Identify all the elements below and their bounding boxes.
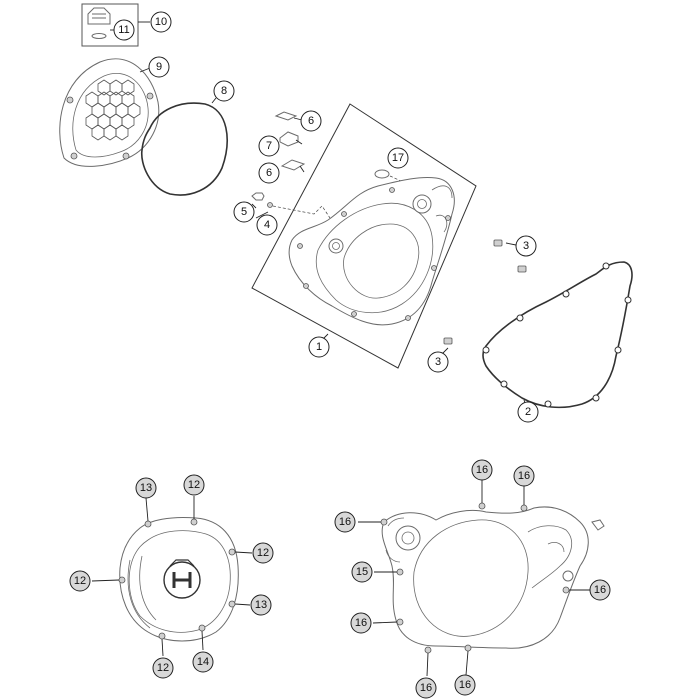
callout-12-left: 12 [69, 570, 91, 592]
callout-5: 5 [233, 201, 255, 223]
svg-text:10: 10 [155, 16, 167, 28]
svg-text:4: 4 [264, 219, 270, 231]
callout-16-bottom-a: 16 [415, 677, 437, 699]
callout-9: 9 [148, 56, 170, 78]
callout-6-upper: 6 [300, 110, 322, 132]
svg-text:16: 16 [459, 679, 471, 691]
svg-text:16: 16 [476, 464, 488, 476]
callout-15: 15 [351, 561, 373, 583]
svg-text:12: 12 [157, 662, 169, 674]
svg-text:15: 15 [356, 566, 368, 578]
svg-text:6: 6 [266, 167, 272, 179]
callout-16-right: 16 [589, 579, 611, 601]
callout-4: 4 [256, 214, 278, 236]
outer-gasket [141, 97, 228, 196]
svg-text:16: 16 [355, 617, 367, 629]
svg-text:3: 3 [523, 240, 529, 252]
dowel-upper-b [517, 265, 527, 273]
screw-4 [267, 202, 273, 208]
seal-ring-upper [274, 111, 298, 121]
oil-plug-ribs [92, 13, 106, 19]
svg-text:16: 16 [339, 516, 351, 528]
washer-5 [251, 192, 265, 201]
svg-text:3: 3 [435, 356, 441, 368]
callout-12-bottom: 12 [152, 657, 174, 679]
svg-text:17: 17 [392, 152, 404, 164]
svg-text:12: 12 [74, 575, 86, 587]
svg-text:8: 8 [221, 85, 227, 97]
callout-3-upper: 3 [515, 235, 537, 257]
svg-text:11: 11 [118, 24, 129, 36]
callout-13-right: 13 [250, 594, 272, 616]
callout-1: 1 [308, 336, 330, 358]
cover-frame [251, 103, 477, 369]
svg-text:1: 1 [316, 341, 322, 353]
o-ring-small [91, 33, 107, 39]
inner-gasket [482, 261, 633, 409]
oil-plug [87, 7, 111, 25]
callout-16-bottom-b: 16 [454, 674, 476, 696]
callout-17: 17 [387, 147, 409, 169]
svg-text:9: 9 [156, 61, 162, 73]
callout-16-top-b: 16 [513, 465, 535, 487]
callout-16-left: 16 [334, 511, 356, 533]
svg-text:12: 12 [257, 547, 269, 559]
callout-3-lower: 3 [427, 351, 449, 373]
svg-text:13: 13 [255, 599, 267, 611]
svg-text:16: 16 [518, 470, 530, 482]
dowel-upper-a [493, 239, 503, 247]
dowel-lower [443, 337, 453, 345]
callout-16-top-a: 16 [471, 459, 493, 481]
inspection-plug [279, 131, 299, 147]
outer-clutch-cover [91, 496, 253, 657]
callout-11: 11 [113, 19, 135, 41]
svg-text:16: 16 [594, 584, 606, 596]
dowel-sleeves [441, 239, 527, 355]
callout-12-top: 12 [183, 474, 205, 496]
svg-text:12: 12 [188, 479, 200, 491]
svg-text:5: 5 [241, 206, 247, 218]
callout-6-lower: 6 [258, 162, 280, 184]
callout-8: 8 [213, 80, 235, 102]
svg-text:13: 13 [140, 482, 152, 494]
callout-2: 2 [517, 401, 539, 423]
inner-cover-assembled [358, 480, 605, 677]
callout-12-right: 12 [252, 542, 274, 564]
plug-box-frame [81, 3, 139, 47]
oil-plug-group [81, 3, 150, 47]
seal-ring-lower [280, 159, 306, 171]
svg-text:16: 16 [420, 682, 432, 694]
svg-text:6: 6 [308, 115, 314, 127]
clutch-cover-grille [59, 58, 160, 167]
svg-text:7: 7 [266, 140, 272, 152]
callout-10: 10 [150, 11, 172, 33]
callout-7: 7 [258, 135, 280, 157]
svg-text:14: 14 [197, 656, 209, 668]
small-seal-parts [274, 111, 306, 173]
callout-16-lower-left: 16 [350, 612, 372, 634]
callout-14: 14 [192, 651, 214, 673]
svg-text:2: 2 [525, 406, 531, 418]
callout-13-top: 13 [135, 477, 157, 499]
hex-grille [85, 79, 141, 141]
inner-clutch-cover [251, 103, 477, 369]
husqvarna-logo [163, 559, 201, 599]
